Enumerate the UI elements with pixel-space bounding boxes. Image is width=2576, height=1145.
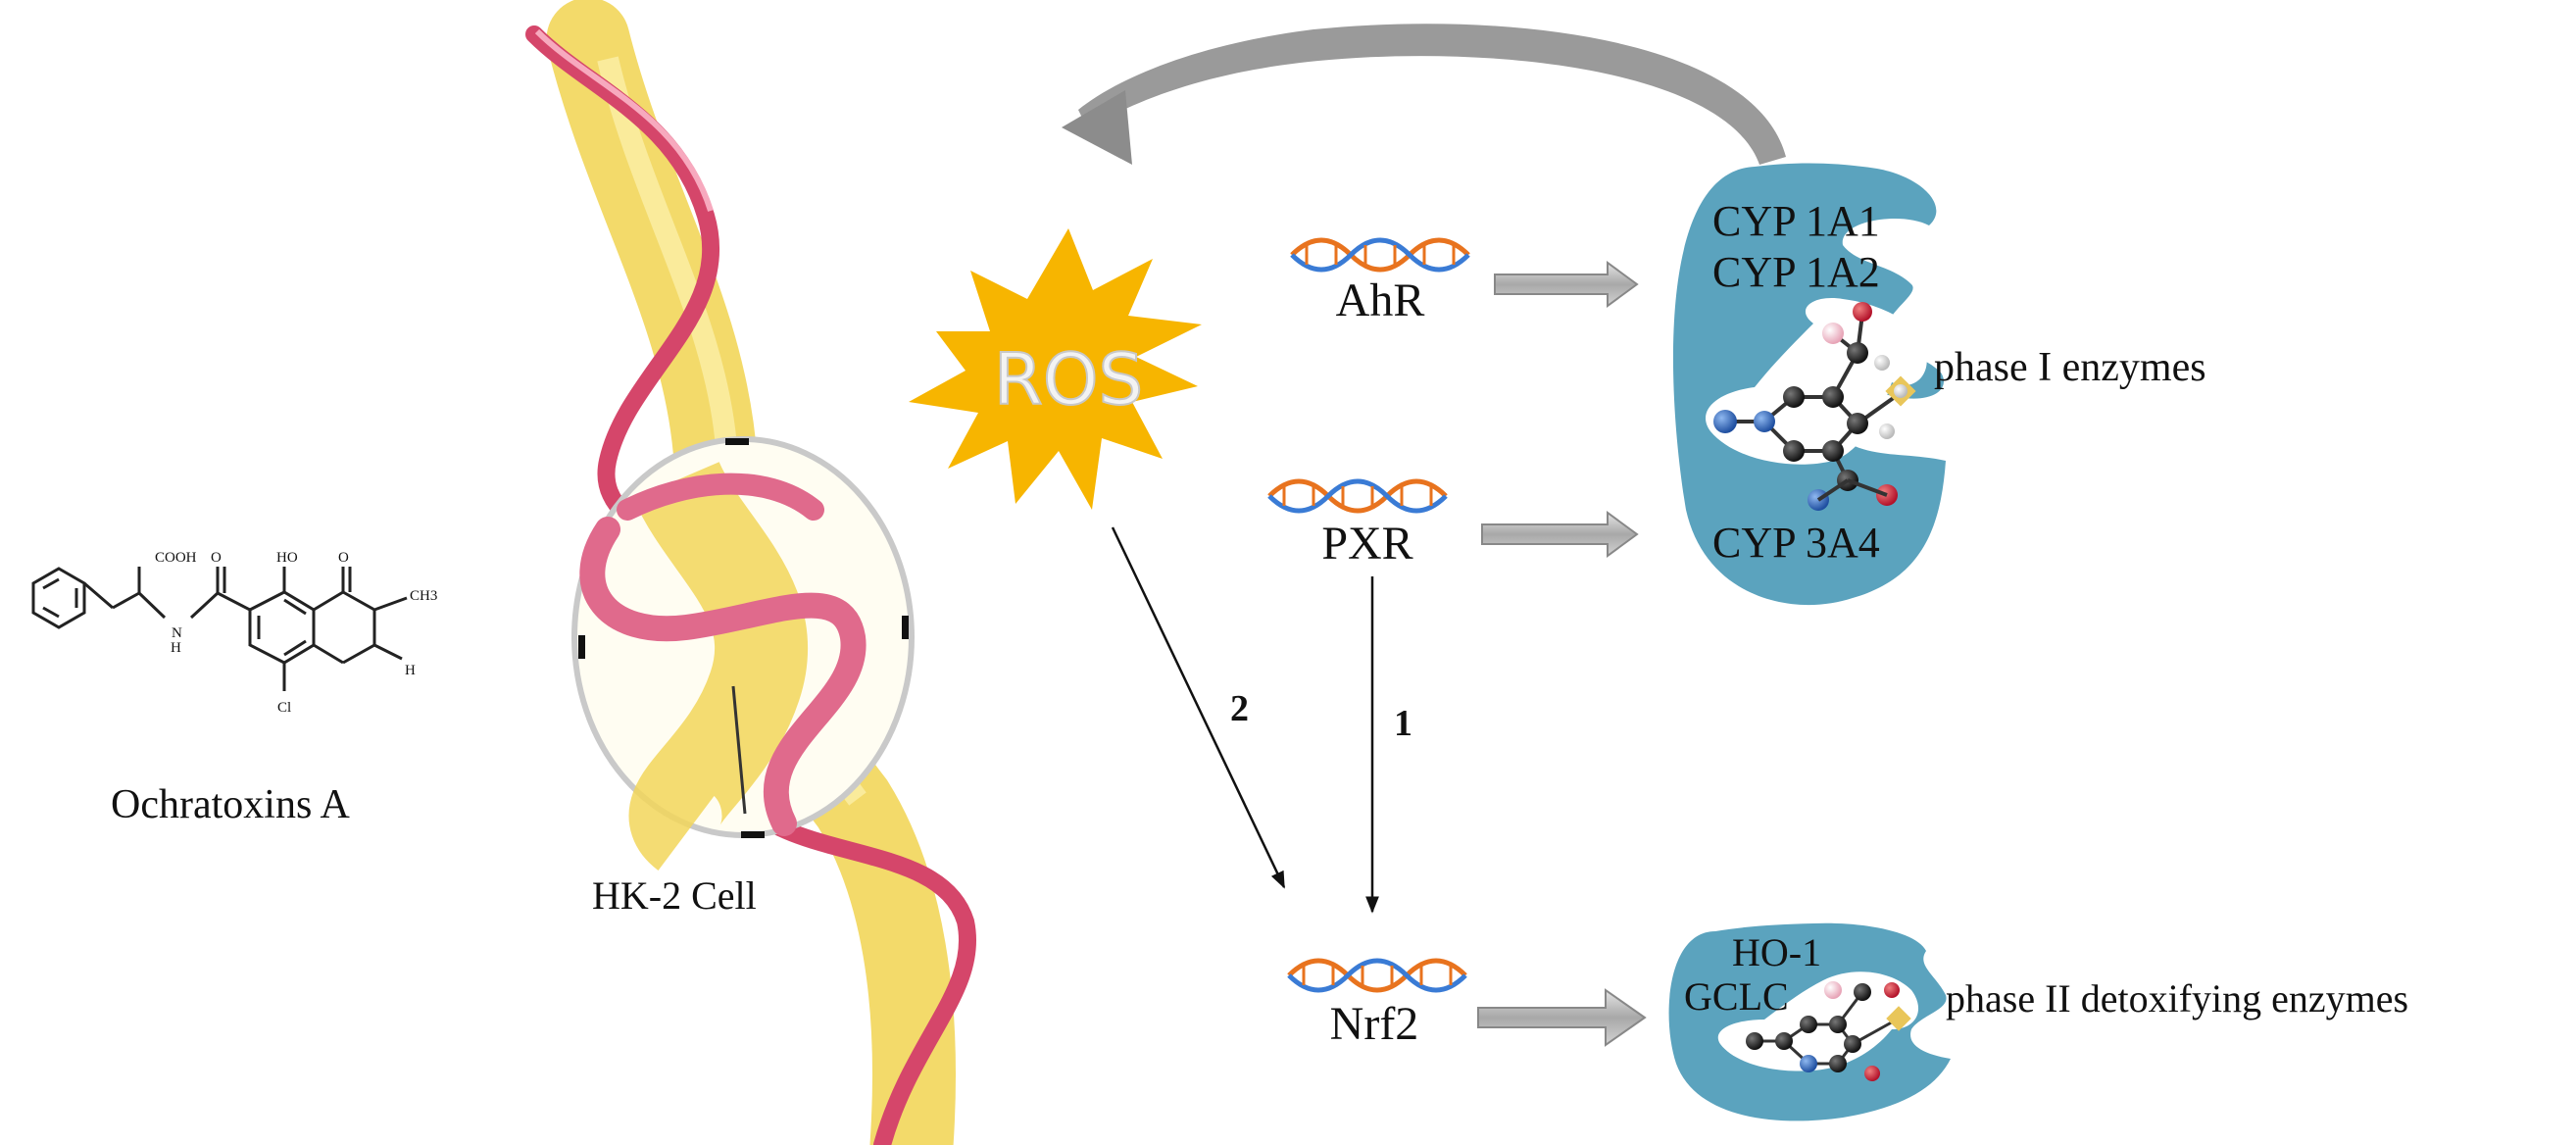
phase1-enzyme-cyp3a4: CYP 3A4 [1712, 519, 1880, 567]
phase2-enzyme-blob [1668, 922, 1951, 1121]
pxr-to-phase1-arrow [1481, 511, 1639, 558]
pxr-label: PXR [1321, 518, 1412, 570]
ho-label: HO [276, 550, 298, 566]
ahr-label: AhR [1336, 274, 1425, 326]
phase2-enzyme-gclc: GCLC [1684, 974, 1789, 1019]
cooh-label: COOH [155, 550, 197, 566]
ochratoxin-caption: Ochratoxins A [111, 782, 350, 827]
nrf2-label: Nrf2 [1330, 998, 1419, 1050]
amide-n-label: N [172, 625, 182, 641]
hk2-cell-caption: HK-2 Cell [592, 873, 757, 918]
methyl-label: CH3 [410, 588, 437, 604]
phase1-enzyme-blob [1672, 163, 1946, 606]
phase1-enzyme-cyp1a1: CYP 1A1 [1712, 197, 1880, 245]
dna-icon-pxr [1267, 478, 1448, 514]
amide-h-label: H [171, 640, 181, 656]
nrf2-to-phase2-arrow [1477, 988, 1647, 1047]
phase2-label: phase II detoxifying enzymes [1946, 976, 2408, 1021]
carbonyl-o-label-2: O [338, 550, 349, 566]
dna-icon-nrf2 [1287, 958, 1467, 993]
phase2-enzyme-list: HO-1 GCLC [1684, 930, 1821, 1019]
ros-to-nrf2-arrow [1111, 526, 1286, 889]
pathway-1-label: 1 [1394, 703, 1412, 744]
phase1-enzyme-cyp1a2: CYP 1A2 [1712, 248, 1880, 296]
dna-icon-ahr [1290, 237, 1470, 273]
chlorine-label: Cl [277, 700, 291, 716]
carbonyl-o-label-1: O [211, 550, 222, 566]
ribbon-illustration [525, 0, 976, 1145]
ochratoxin-atom-labels: COOH HO O O N H CH3 H Cl [155, 550, 437, 716]
ochratoxin-a-structure [31, 567, 408, 691]
ahr-to-phase1-arrow [1494, 261, 1639, 308]
hk2-cell-lens [571, 436, 915, 871]
stereo-h-label: H [405, 663, 416, 678]
phase1-enzyme-list: CYP 1A1 CYP 1A2 CYP 3A4 [1712, 197, 1880, 567]
ros-burst: ROS [909, 228, 1202, 510]
phase2-enzyme-ho1: HO-1 [1732, 930, 1821, 974]
ros-label: ROS [994, 338, 1143, 421]
phase1-label: phase I enzymes [1934, 345, 2206, 390]
pathway-2-label: 2 [1230, 688, 1249, 729]
feedback-curved-arrow [1062, 24, 1786, 165]
